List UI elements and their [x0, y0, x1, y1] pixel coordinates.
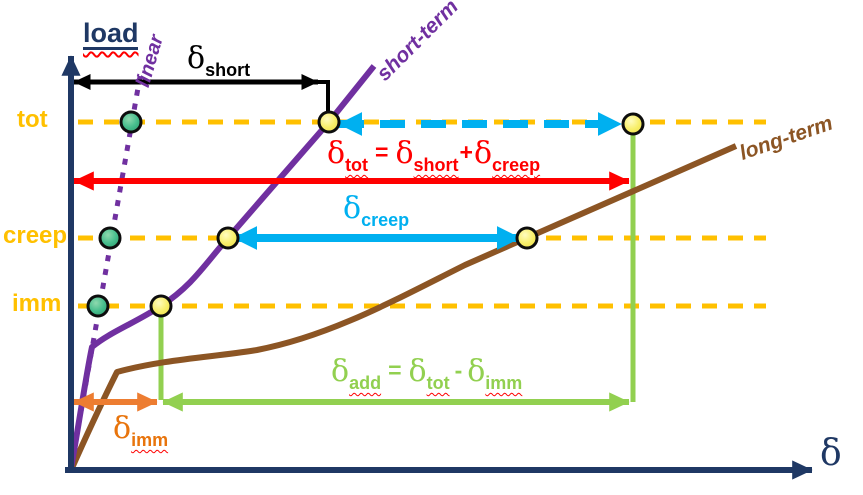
- point-linear-tot: [119, 110, 143, 134]
- delta-symbol: δ: [331, 354, 350, 389]
- plus-sign: +: [459, 139, 473, 165]
- point-linear-creep: [98, 226, 122, 250]
- annotation-formula-add: δadd=δtot-δimm: [331, 354, 523, 393]
- point-total-deflection: [621, 112, 645, 136]
- delta-subscript: add: [349, 373, 382, 393]
- point-short-term-tot: [317, 110, 341, 134]
- point-linear-imm: [86, 294, 110, 318]
- point-long-term-creep: [515, 226, 539, 250]
- delta-subscript: creep: [492, 155, 541, 175]
- annotation-delta-imm: δimm: [113, 411, 169, 450]
- point-short-term-imm: [149, 294, 173, 318]
- delta-subscript: short: [413, 155, 459, 175]
- minus-sign: -: [454, 357, 463, 383]
- delta-symbol: δ: [467, 354, 486, 389]
- equals-sign: =: [388, 357, 402, 383]
- y-axis-label: load: [83, 18, 139, 50]
- delta-symbol: δ: [408, 354, 427, 389]
- level-label-imm: imm: [12, 290, 62, 317]
- annotation-delta-short: δshort: [187, 41, 251, 80]
- delta-subscript: imm: [485, 373, 523, 393]
- delta-short-elbow-connector: [316, 80, 330, 114]
- level-label-tot: tot: [17, 106, 48, 133]
- delta-subscript: tot: [426, 373, 450, 393]
- annotation-delta-creep: δcreep: [343, 191, 410, 230]
- delta-subscript: short: [205, 60, 251, 80]
- delta-symbol: δ: [343, 191, 362, 226]
- equals-sign: =: [375, 139, 389, 165]
- delta-symbol: δ: [113, 411, 132, 446]
- annotation-formula-tot: δtot=δshort+δcreep: [327, 136, 541, 175]
- delta-symbol: δ: [327, 136, 346, 171]
- delta-subscript: creep: [361, 210, 410, 230]
- delta-subscript: tot: [345, 155, 369, 175]
- point-short-term-creep: [216, 226, 240, 250]
- delta-subscript: imm: [131, 430, 169, 450]
- delta-symbol: δ: [395, 136, 414, 171]
- delta-symbol: δ: [473, 136, 493, 171]
- delta-symbol: δ: [187, 41, 206, 76]
- level-label-creep: creep: [3, 222, 68, 249]
- x-axis-label: δ: [820, 433, 842, 474]
- curve-linear: [68, 70, 144, 469]
